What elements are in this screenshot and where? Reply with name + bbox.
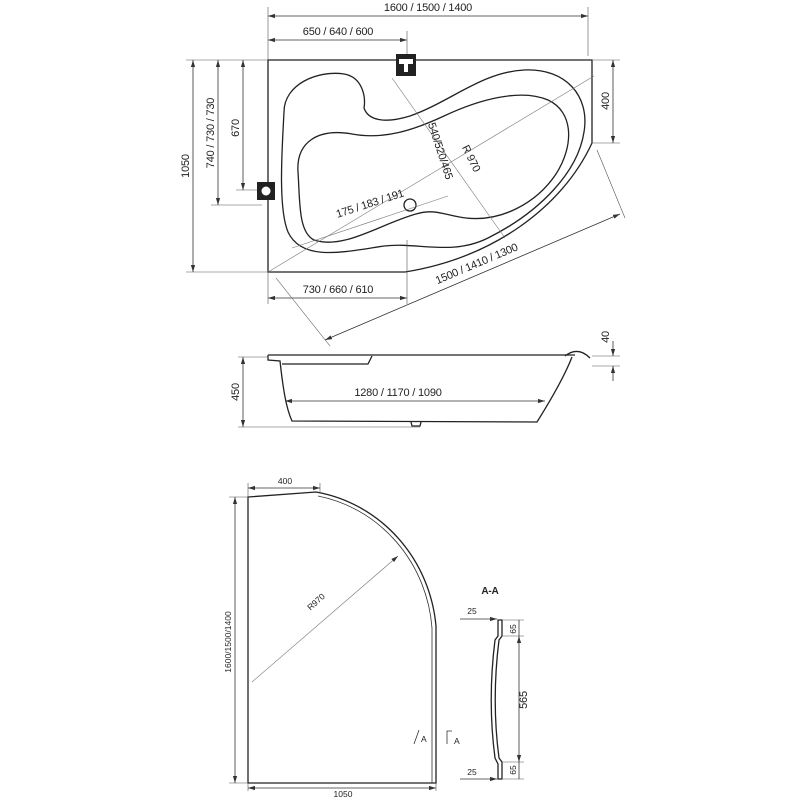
section-bottom-offset-label: 25 xyxy=(467,767,477,777)
extension-line-diagonal-right xyxy=(596,149,626,219)
section-mark-left-tick xyxy=(413,729,420,745)
section-aa: A-A 25 65 565 65 25 xyxy=(460,586,530,782)
section-middle-label: 565 xyxy=(518,691,530,709)
top-view: 1600 / 1500 / 1400 650 / 640 / 600 400 1… xyxy=(180,2,626,347)
diagonal-depth-label: 540/520/465 xyxy=(425,121,455,181)
waist-label: 175 / 183 / 191 xyxy=(335,188,406,221)
radius-label: R 970 xyxy=(459,143,482,174)
drain-icon xyxy=(403,198,417,212)
panel-outline xyxy=(247,491,437,784)
section-top-flange-label: 65 xyxy=(508,624,518,634)
lower-inner-width-label: 730 / 660 / 610 xyxy=(303,284,373,296)
overflow-icon xyxy=(257,182,275,200)
extension-line-diagonal-left xyxy=(275,277,331,347)
upper-inner-width-label: 650 / 640 / 600 xyxy=(303,26,373,38)
section-title: A-A xyxy=(481,586,498,597)
side-view: 40 450 1280 / 1170 / 1090 xyxy=(230,331,620,428)
diagonal-length-dimension-line xyxy=(324,213,621,341)
section-bottom-flange-label: 65 xyxy=(508,765,518,775)
overall-width-label: 1600 / 1500 / 1400 xyxy=(384,2,472,14)
inner-depth-label: 670 xyxy=(230,119,242,137)
overflow-icon-glyph xyxy=(261,186,271,196)
section-profile xyxy=(490,619,503,780)
diagonal-depth-line xyxy=(391,77,506,239)
top-view-bowl-rim xyxy=(280,69,586,254)
panel-height-label: 1600/1500/1400 xyxy=(223,611,233,673)
section-mark-left: A xyxy=(421,734,427,744)
side-view-rim-lip xyxy=(564,350,591,359)
tub-axis-line xyxy=(267,75,595,273)
right-edge-height-label: 400 xyxy=(600,92,612,110)
total-height-label: 450 xyxy=(230,383,242,401)
section-top-offset-label: 25 xyxy=(467,606,477,616)
section-mark-right-bracket xyxy=(446,730,452,744)
faucet-icon-glyph xyxy=(399,59,413,72)
section-mark-right: A xyxy=(454,736,460,746)
panel-radius-label: R970 xyxy=(305,591,327,612)
bottom-length-label: 1280 / 1170 / 1090 xyxy=(354,387,441,399)
panel-radius-line xyxy=(251,555,399,683)
rim-height-label: 40 xyxy=(600,331,612,343)
panel-bottom-width-label: 1050 xyxy=(334,789,353,799)
side-view-body xyxy=(267,355,573,423)
faucet-icon xyxy=(396,54,416,76)
side-view-seat-line xyxy=(282,355,373,365)
side-view-drain xyxy=(410,421,422,427)
panel-view: 400 1600/1500/1400 1050 R970 A A xyxy=(223,476,460,799)
panel-top-width-label: 400 xyxy=(278,476,292,486)
overall-depth-label: 1050 xyxy=(180,154,192,178)
left-depth-label: 740 / 730 / 730 xyxy=(205,98,217,168)
panel-thickness-line xyxy=(317,495,433,783)
diagonal-length-label: 1500 / 1410 / 1300 xyxy=(434,241,520,287)
